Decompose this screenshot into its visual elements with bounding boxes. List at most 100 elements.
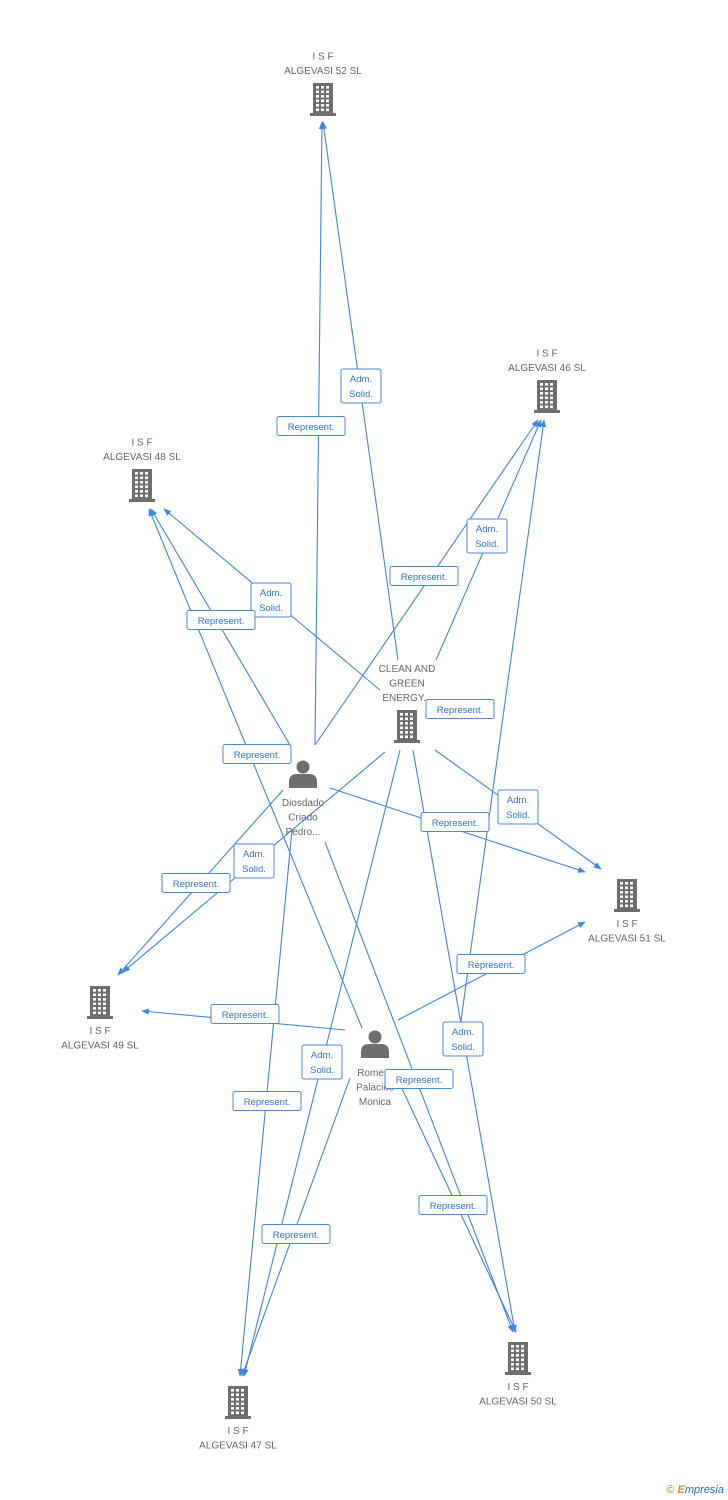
node-label: I S F <box>227 1426 248 1437</box>
edge-label-diosdado-to-isf48[interactable]: Represent. <box>186 610 256 630</box>
edge-label-romero-to-isf48[interactable]: Represent. <box>222 744 292 764</box>
node-label: I S F <box>89 1026 110 1037</box>
edge-label-text: Represent. <box>468 960 514 971</box>
node-isf49[interactable]: I S F ALGEVASI 49 SL <box>61 986 139 1052</box>
node-clean[interactable]: CLEAN ANDGREENENERGY... <box>379 664 436 743</box>
building-icon <box>87 986 113 1019</box>
node-isf46[interactable]: I S F ALGEVASI 46 SL <box>508 349 586 414</box>
node-label: ALGEVASI 51 SL <box>588 934 666 945</box>
edge-label-text: Adm. <box>476 524 498 535</box>
edge-label-clean-to-isf46[interactable]: Adm. Solid. <box>466 518 508 554</box>
edge-label-text: Represent. <box>288 422 334 433</box>
building-icon <box>534 380 560 413</box>
building-icon <box>129 469 155 502</box>
edge-label-diosdado-to-isf49[interactable]: Represent. <box>161 873 231 893</box>
edge-label-box <box>276 416 346 436</box>
node-label: CLEAN AND <box>379 664 436 675</box>
node-label: I S F <box>507 1382 528 1393</box>
edge-label-box <box>301 1044 343 1080</box>
edge-label-box <box>186 610 256 630</box>
edge-label-text: Represent. <box>173 879 219 890</box>
edge-label-clean-to-isf51[interactable]: Adm. Solid. <box>497 789 539 825</box>
edge-label-diosdado-to-isf50[interactable]: Represent. <box>384 1069 454 1089</box>
person-icon <box>361 1030 389 1058</box>
edge-label-box <box>210 1004 280 1024</box>
edge-label-text: Solid. <box>349 389 373 400</box>
edge-label-text: Represent. <box>234 750 280 761</box>
edge-label-box <box>466 518 508 554</box>
edge-label-box <box>497 789 539 825</box>
node-diosdado[interactable]: DiosdadoCriadoPedro... <box>282 760 325 839</box>
edge-label-box <box>425 699 495 719</box>
building-icon <box>505 1342 531 1375</box>
edge-label-clean-to-isf52[interactable]: Adm. Solid. <box>340 368 382 404</box>
node-label: ALGEVASI 50 SL <box>479 1397 557 1408</box>
edge-label-text: Adm. <box>507 795 529 806</box>
edge-label-romero-to-isf47[interactable]: Represent. <box>261 1224 331 1244</box>
edge-label-text: Solid. <box>475 539 499 550</box>
edge-label-text: Adm. <box>260 588 282 599</box>
brand-initial: E <box>677 1484 685 1496</box>
node-label: ALGEVASI 48 SL <box>103 452 181 463</box>
node-label: ALGEVASI 49 SL <box>61 1041 139 1052</box>
edge-label-diosdado-to-isf47[interactable]: Represent. <box>232 1091 302 1111</box>
edge-label-text: Solid. <box>451 1042 475 1053</box>
edge-label-box <box>233 843 275 879</box>
node-label: Diosdado <box>282 798 325 809</box>
edge-label-text: Represent. <box>437 705 483 716</box>
edge-label-diosdado-to-isf46[interactable]: Represent. <box>389 566 459 586</box>
edge-label-text: Solid. <box>506 810 530 821</box>
edge-label-box <box>389 566 459 586</box>
edge-label-romero-to-isf49[interactable]: Represent. <box>210 1004 280 1024</box>
edge-label-romero-to-isf46[interactable]: Represent. <box>425 699 495 719</box>
building-icon <box>394 710 420 743</box>
edge-label-box <box>340 368 382 404</box>
edge-label-text: Represent. <box>430 1201 476 1212</box>
node-label: ALGEVASI 52 SL <box>284 66 362 77</box>
edge-label-clean-to-isf47[interactable]: Adm.Solid. <box>301 1044 343 1080</box>
node-label: ALGEVASI 46 SL <box>508 363 586 374</box>
brand-name: mpresia <box>684 1484 724 1496</box>
edge-label-text: Represent. <box>198 616 244 627</box>
edge-label-clean-to-isf48[interactable]: Adm. Solid. <box>250 582 292 618</box>
brand-logo: ©Empresia <box>666 1484 724 1496</box>
edge-label-text: Solid. <box>310 1065 334 1076</box>
edge-romero-to-isf48 <box>148 508 363 1029</box>
edge-label-box <box>232 1091 302 1111</box>
edge-labels-layer: Represent. Adm. Solid. Represent. Adm. Solid.… <box>161 368 539 1244</box>
edge-label-box <box>456 954 526 974</box>
edge-label-text: Adm. <box>350 374 372 385</box>
copyright-mark: © <box>666 1484 675 1496</box>
edge-label-diosdado-to-isf51[interactable]: Represent. <box>420 812 490 832</box>
edge-label-text: Represent. <box>432 818 478 829</box>
node-label: I S F <box>616 919 637 930</box>
edge-label-diosdado-to-isf52[interactable]: Represent. <box>276 416 346 436</box>
node-label: Pedro... <box>285 827 320 838</box>
edge-label-clean-to-isf50[interactable]: Adm.Solid. <box>442 1021 484 1057</box>
edge-label-box <box>384 1069 454 1089</box>
edge-label-box <box>222 744 292 764</box>
node-isf51[interactable]: I S F ALGEVASI 51 SL <box>588 879 666 945</box>
edge-label-romero-to-isf51[interactable]: Represent. <box>456 954 526 974</box>
node-label: Monica <box>359 1097 392 1108</box>
edge-label-clean-to-isf49[interactable]: Adm.Solid. <box>233 843 275 879</box>
edge-label-text: Represent. <box>401 572 447 583</box>
edge-label-box <box>418 1195 488 1215</box>
edge-label-text: Adm. <box>243 849 265 860</box>
edge-label-text: Represent. <box>244 1097 290 1108</box>
edge-label-box <box>161 873 231 893</box>
building-icon <box>310 83 336 116</box>
node-isf50[interactable]: I S F ALGEVASI 50 SL <box>479 1342 557 1408</box>
edge-label-text: Represent. <box>273 1230 319 1241</box>
edge-label-text: Solid. <box>259 603 283 614</box>
edge-label-text: Represent. <box>222 1010 268 1021</box>
edges-layer <box>117 121 602 1377</box>
node-label: I S F <box>536 349 557 360</box>
edge-label-romero-to-isf50[interactable]: Represent. <box>418 1195 488 1215</box>
